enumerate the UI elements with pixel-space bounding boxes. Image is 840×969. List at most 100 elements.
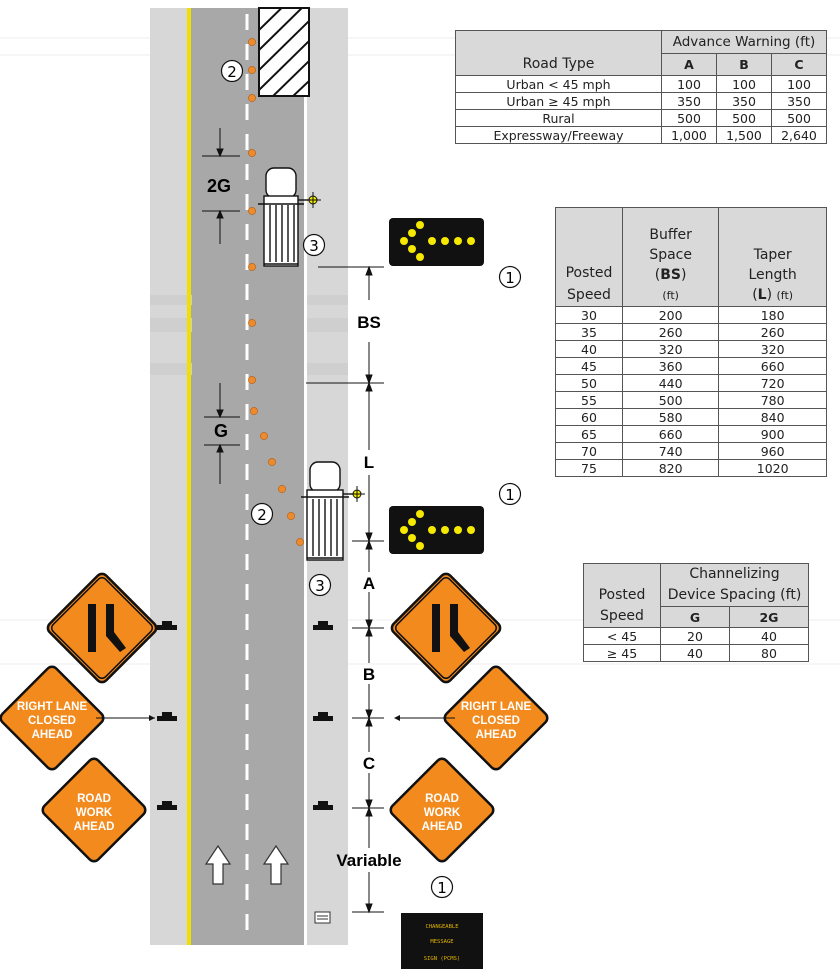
sign-line: AHEAD <box>74 821 115 833</box>
speed-header: Posted Speed <box>583 563 661 628</box>
table-row: Urban < 45 mph 100 100 100 <box>455 75 827 93</box>
svg-text:1: 1 <box>437 879 447 897</box>
cell: 500 <box>716 109 772 127</box>
column-header: A <box>661 52 717 76</box>
buffer-header: Buffer Space (BS) (ft) <box>621 207 720 307</box>
sign-line: AHEAD <box>422 821 463 833</box>
cell: 1,000 <box>661 126 717 144</box>
column-header: C <box>771 52 827 76</box>
column-header: B <box>716 52 772 76</box>
dimension-2g <box>202 128 240 244</box>
label-bs: BS <box>357 313 381 332</box>
pointer-arrowhead <box>149 715 155 721</box>
yellow-edge-line <box>187 8 191 945</box>
sign-line: CLOSED <box>28 715 76 727</box>
dimension-g <box>204 383 240 484</box>
svg-text:2: 2 <box>227 63 237 81</box>
sign-line: AHEAD <box>476 729 517 741</box>
advance-warning-table: Advance Warning (ft) Road Type A B C Urb… <box>455 30 827 144</box>
sign-line: CLOSED <box>472 715 520 727</box>
road-work-ahead-sign-right: ROAD WORK AHEAD <box>389 757 495 863</box>
right-edge-line <box>304 8 307 945</box>
callout-2-lower: 2 <box>250 502 274 526</box>
callout-3-upper: 3 <box>302 233 326 257</box>
cell: 2,640 <box>771 126 827 144</box>
channelizing-cones <box>248 38 304 546</box>
label-g: G <box>214 421 228 441</box>
left-shoulder <box>150 8 192 945</box>
cell: 350 <box>661 92 717 110</box>
work-truck-lower <box>301 461 356 561</box>
table-row: Urban ≥ 45 mph 350 350 350 <box>455 92 827 110</box>
label-b: B <box>363 665 375 684</box>
lane-ends-sign-left <box>46 572 158 684</box>
callout-1-pcms: 1 <box>430 875 454 899</box>
column-header: 2G <box>728 606 810 628</box>
group-header: Advance Warning (ft) <box>661 30 827 54</box>
device-spacing-table: Posted Speed Channelizing Device Spacing… <box>583 563 810 662</box>
cell: 100 <box>716 75 772 93</box>
lane-ends-sign-right <box>390 572 502 684</box>
sign-line: ROAD <box>425 793 459 805</box>
pcms-sign: CHANGEABLE MESSAGE SIGN (PCMS) <box>401 913 483 969</box>
work-area <box>258 7 310 97</box>
label-c: C <box>363 754 375 773</box>
beacon-icon <box>305 192 321 208</box>
cell: 1,500 <box>716 126 772 144</box>
svg-text:1: 1 <box>505 269 515 287</box>
shoulder-marker-icon <box>314 911 331 924</box>
pcms-line: CHANGEABLE <box>425 924 458 930</box>
callout-3-lower: 3 <box>308 573 332 597</box>
sign-line: RIGHT LANE <box>461 701 532 713</box>
arrow-board-lower <box>389 506 484 554</box>
speed-header: Posted Speed <box>555 207 623 307</box>
beacon-icon <box>349 486 365 502</box>
right-lane-closed-sign-right: RIGHT LANE CLOSED AHEAD <box>443 665 549 771</box>
table-row: Expressway/Freeway 1,000 1,500 2,640 <box>455 126 827 144</box>
svg-text:3: 3 <box>315 577 325 595</box>
label-variable: Variable <box>336 851 401 870</box>
sign-line: ROAD <box>77 793 111 805</box>
work-truck-upper <box>258 167 312 267</box>
svg-text:1: 1 <box>505 486 515 504</box>
table-row: Rural 500 500 500 <box>455 109 827 127</box>
label-a: A <box>363 574 375 593</box>
cell: 350 <box>771 92 827 110</box>
pointer-arrowhead <box>394 715 400 721</box>
cell: 350 <box>716 92 772 110</box>
cell: 100 <box>771 75 827 93</box>
shoulder-bands <box>150 295 348 375</box>
svg-text:2: 2 <box>257 506 267 524</box>
buffer-taper-table: Posted Speed Buffer Space (BS) (ft) Tape… <box>555 207 827 477</box>
sign-line: AHEAD <box>32 729 73 741</box>
arrow-board-upper <box>389 218 484 266</box>
column-header: G <box>660 606 730 628</box>
label-l: L <box>364 453 374 472</box>
callout-2-upper: 2 <box>220 59 244 83</box>
cell: Urban ≥ 45 mph <box>455 92 662 110</box>
cell: 500 <box>771 109 827 127</box>
cell: Expressway/Freeway <box>455 126 662 144</box>
svg-text:3: 3 <box>309 237 319 255</box>
dimension-chain <box>306 265 384 914</box>
right-lane-closed-sign-left: RIGHT LANE CLOSED AHEAD <box>0 665 105 771</box>
callout-1-upper: 1 <box>498 265 522 289</box>
sign-line: WORK <box>76 807 113 819</box>
cell: Rural <box>455 109 662 127</box>
row-header: Road Type <box>455 53 662 76</box>
taper-header: Taper Length (L) (ft) <box>718 207 827 307</box>
pcms-line: MESSAGE <box>430 939 453 945</box>
sign-line: WORK <box>424 807 461 819</box>
sign-posts <box>157 621 333 810</box>
